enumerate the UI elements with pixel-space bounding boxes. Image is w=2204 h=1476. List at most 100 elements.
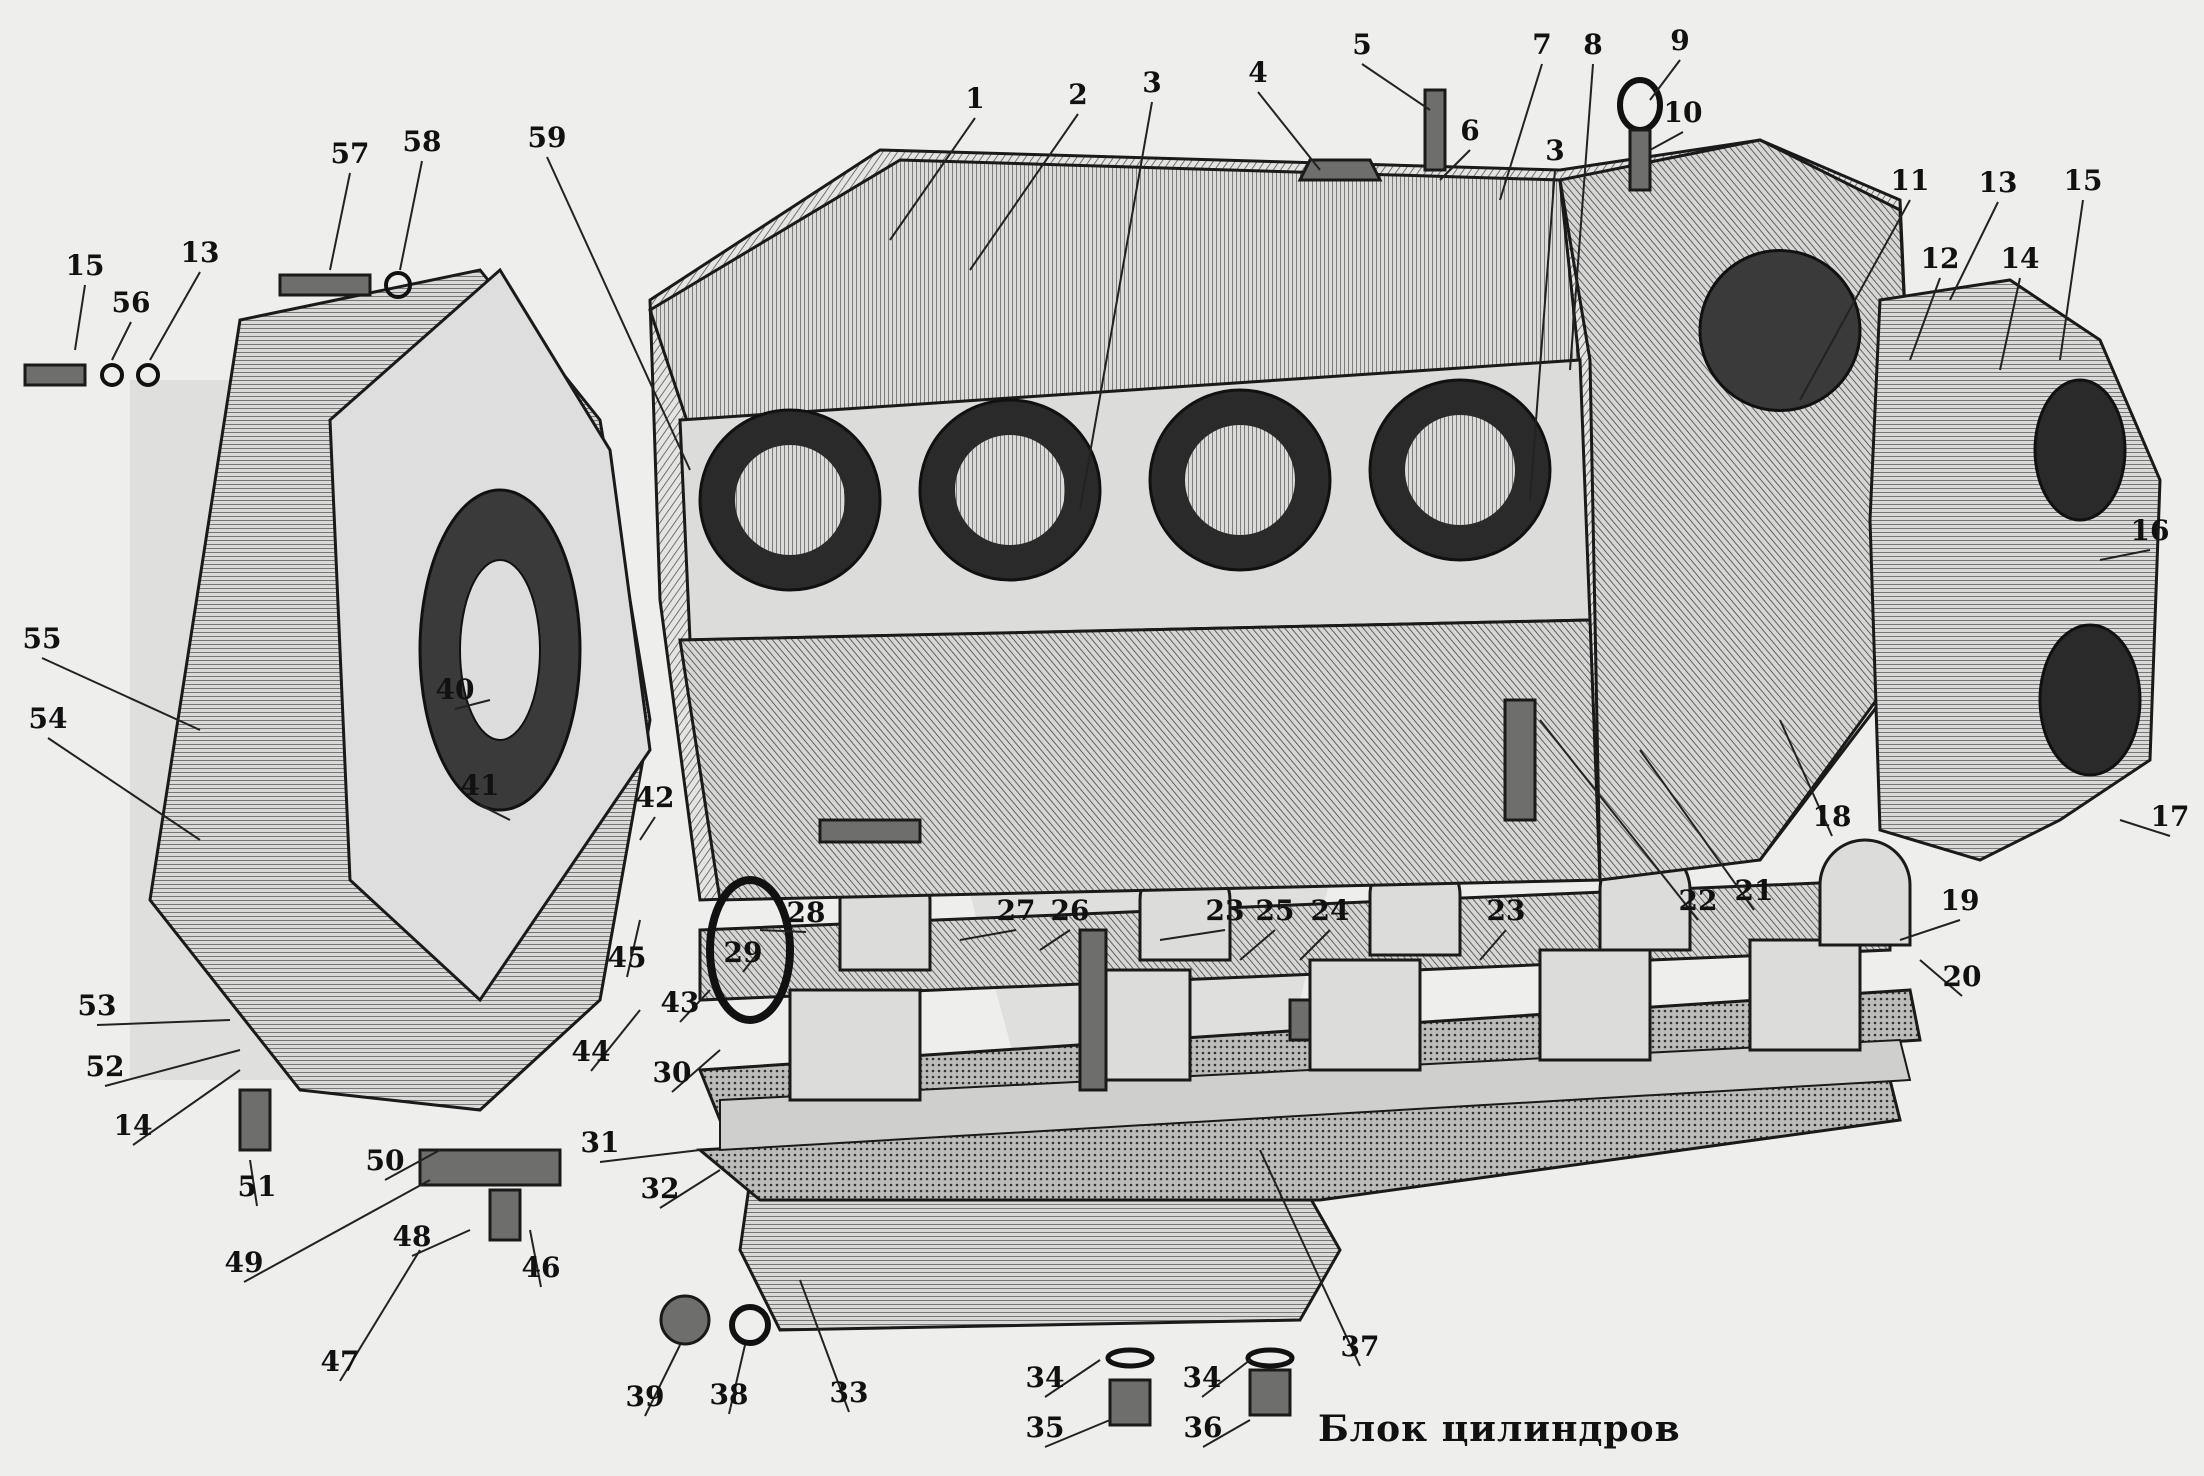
leader-line: [411, 1229, 471, 1257]
leader-line: [2059, 199, 2084, 361]
leader-line: [889, 117, 976, 241]
callout-number: 57: [331, 137, 370, 170]
leader-line: [74, 284, 86, 351]
leader-line: [529, 1229, 542, 1288]
callout-number: 47: [321, 1345, 360, 1378]
callout-number: 22: [1679, 884, 1718, 917]
callout-number: 3: [1545, 134, 1564, 167]
leader-line: [1202, 1419, 1251, 1448]
callout-number: 1: [965, 82, 984, 115]
callout-number: 11: [1891, 164, 1930, 197]
callout-number: 16: [2131, 514, 2170, 547]
leader-line: [1361, 63, 1431, 111]
callout-number: 45: [608, 941, 647, 974]
leader-line: [959, 929, 1017, 941]
leader-line: [799, 1279, 850, 1413]
leader-line: [1569, 63, 1594, 371]
callout-number: 49: [225, 1246, 264, 1279]
leader-line: [546, 156, 691, 471]
callout-number: 33: [830, 1376, 869, 1409]
callout-number: 18: [1813, 800, 1852, 833]
cylinder-block: [648, 138, 1922, 902]
callout-number: 34: [1026, 1361, 1065, 1394]
callout-number: 48: [393, 1220, 432, 1253]
leader-line: [1999, 277, 2021, 371]
leader-line: [639, 816, 656, 841]
callout-number: 13: [181, 236, 220, 269]
callout-number: 14: [2001, 242, 2040, 275]
callout-number: 24: [1311, 894, 1350, 927]
callout-number: 29: [724, 936, 763, 969]
leader-line: [329, 172, 351, 271]
leader-line: [1499, 63, 1543, 201]
leader-line: [104, 1049, 241, 1087]
leader-line: [1919, 959, 1963, 997]
leader-line: [1529, 169, 1556, 501]
leader-line: [2099, 549, 2151, 561]
leader-line: [1949, 201, 1999, 301]
leader-line: [1079, 101, 1153, 511]
callout-number: 32: [641, 1172, 680, 1205]
callout-number: 25: [1256, 894, 1295, 927]
leader-line: [599, 1149, 701, 1163]
leader-line: [759, 929, 807, 933]
callout-number: 53: [78, 989, 117, 1022]
callout-number: 56: [112, 286, 151, 319]
leader-line: [1899, 919, 1961, 941]
leader-line: [969, 113, 1079, 271]
callout-number: 7: [1532, 28, 1551, 61]
timing-cover: [1868, 278, 2162, 862]
callout-number: 52: [86, 1050, 125, 1083]
callout-number: 36: [1184, 1411, 1223, 1444]
callout-number: 30: [653, 1056, 692, 1089]
leader-line: [1299, 929, 1331, 961]
callout-number: 51: [238, 1170, 277, 1203]
callout-number: 12: [1921, 242, 1960, 275]
leader-line: [1257, 91, 1321, 171]
leader-line: [249, 1159, 258, 1207]
leader-line: [1539, 719, 1699, 921]
leader-line: [1799, 199, 1911, 401]
leader-line: [742, 949, 761, 973]
callout-number: 23: [1487, 894, 1526, 927]
callout-number: 2: [1068, 78, 1087, 111]
leader-line: [1044, 1419, 1111, 1448]
callout-number: 20: [1943, 960, 1982, 993]
leader-line: [479, 804, 511, 821]
leader-line: [1439, 149, 1471, 181]
callout-number: 8: [1583, 28, 1602, 61]
callout-number: 19: [1941, 884, 1980, 917]
fasteners: [23, 77, 1663, 1427]
callout-number: 42: [636, 781, 675, 814]
callout-number: 23: [1206, 894, 1245, 927]
callout-number: 9: [1670, 24, 1689, 57]
leader-line: [243, 1179, 431, 1283]
callout-number: 14: [114, 1109, 153, 1142]
callout-number: 10: [1664, 96, 1703, 129]
leader-line: [399, 160, 423, 271]
callout-number: 38: [710, 1378, 749, 1411]
callout-number: 43: [661, 986, 700, 1019]
callout-number: 55: [23, 622, 62, 655]
leader-line: [1259, 1149, 1361, 1367]
leader-line: [1044, 1359, 1101, 1398]
callout-number: 27: [997, 894, 1036, 927]
leader-line: [41, 657, 201, 731]
leader-line: [728, 1344, 746, 1415]
leader-line: [679, 989, 711, 1023]
leader-line: [149, 271, 201, 361]
callout-number: 28: [787, 896, 826, 929]
callout-number: 37: [1341, 1330, 1380, 1363]
callout-number: 40: [436, 673, 475, 706]
callout-number: 54: [29, 702, 68, 735]
leader-lines: [41, 59, 2171, 1448]
leader-line: [1909, 277, 1941, 361]
callout-number: 34: [1183, 1361, 1222, 1394]
leader-line: [626, 919, 641, 978]
callout-number: 21: [1735, 874, 1774, 907]
leader-line: [1039, 929, 1071, 951]
leader-line: [384, 1149, 441, 1181]
callout-number: 3: [1142, 66, 1161, 99]
leader-line: [1649, 131, 1684, 151]
